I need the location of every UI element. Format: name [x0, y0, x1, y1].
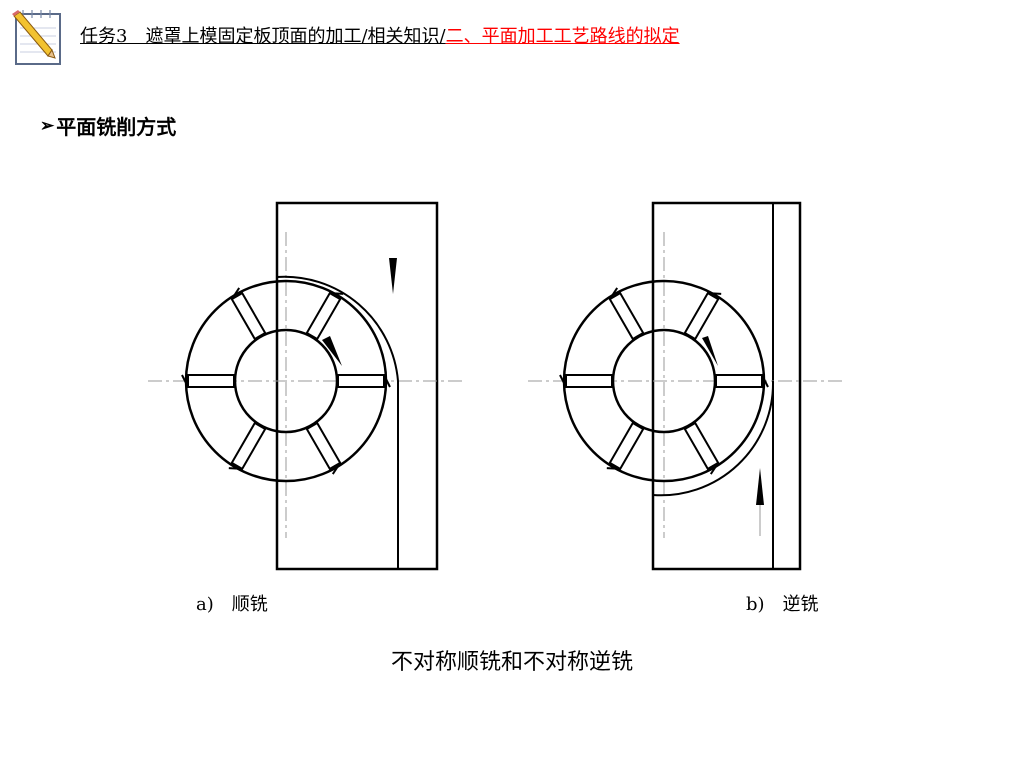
figure-caption: 不对称顺铣和不对称逆铣: [390, 650, 633, 675]
section-title: 平面铣削方式: [56, 115, 177, 139]
breadcrumb: 任务3 遮罩上模固定板顶面的加工/相关知识/二、平面加工工艺路线的拟定: [80, 22, 680, 48]
breadcrumb-current[interactable]: 二、平面加工工艺路线的拟定: [445, 26, 680, 47]
breadcrumb-path[interactable]: 任务3 遮罩上模固定板顶面的加工/相关知识/: [80, 26, 446, 47]
notepad-pencil-icon: [12, 10, 61, 65]
arrow-bullet-icon: ➢: [40, 115, 55, 136]
figure-b-up-milling: [528, 201, 846, 571]
figure-b-label: b) 逆铣: [746, 594, 819, 615]
figure-a-label: a) 顺铣: [196, 594, 268, 615]
figure-a-climb-milling: [148, 201, 466, 571]
section-heading: ➢ 平面铣削方式: [40, 111, 176, 140]
